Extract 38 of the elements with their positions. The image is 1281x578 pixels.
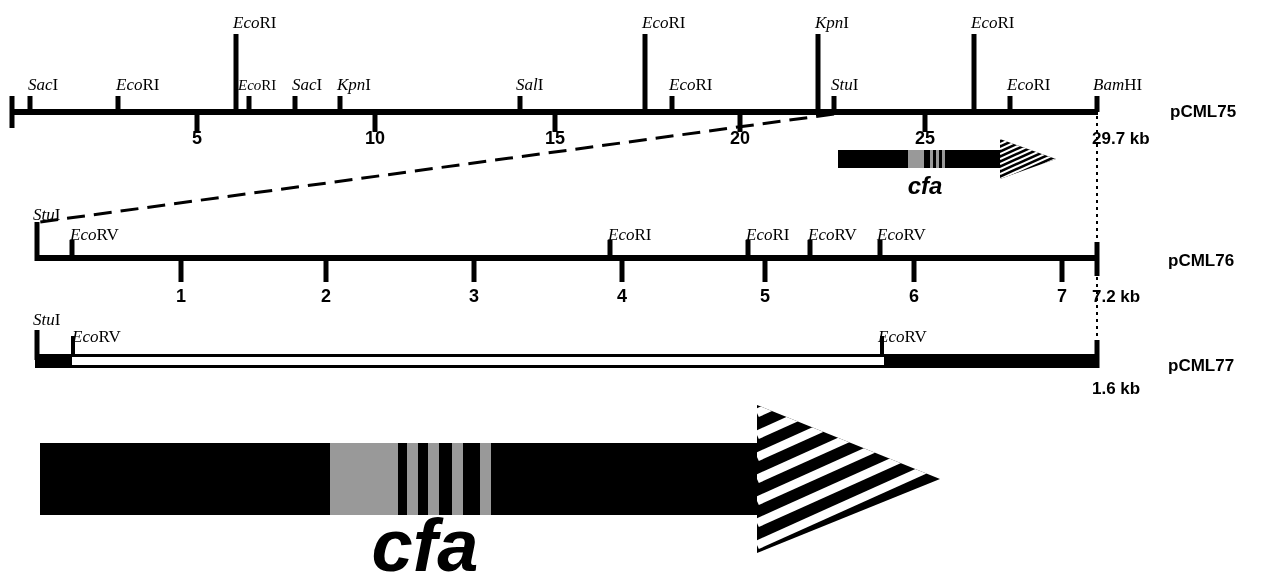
enzyme-site-label: EcoRV <box>70 226 119 244</box>
scale-number: 6 <box>909 287 919 306</box>
enzyme-site-label: EcoRI <box>642 14 686 32</box>
map-label: pCML75 <box>1170 103 1237 121</box>
enzyme-site-label: EcoRI <box>746 226 790 244</box>
enzyme-site-label: SacI <box>28 76 59 94</box>
enzyme-site-label: EcoRI <box>669 76 713 94</box>
enzyme-site-label: BamHI <box>1093 76 1143 94</box>
map-label: 29.7 kb <box>1092 130 1150 148</box>
enzyme-site-label: SacI <box>292 76 323 94</box>
scale-number: 7 <box>1057 287 1067 306</box>
enzyme-site-label: EcoRV <box>808 226 857 244</box>
scale-number: 5 <box>760 287 770 306</box>
enzyme-site-label: KpnI <box>337 76 371 94</box>
enzyme-site-label: EcoRI <box>233 14 277 32</box>
map-label: pCML76 <box>1168 252 1235 270</box>
gene-name: cfa <box>371 509 479 578</box>
enzyme-site-label: EcoRI <box>608 226 652 244</box>
gene-name: cfa <box>907 174 943 199</box>
scale-number: 3 <box>469 287 479 306</box>
enzyme-site-label: SalI <box>516 76 544 94</box>
enzyme-site-label: EcoRI <box>1007 76 1051 94</box>
map-label: pCML77 <box>1168 357 1235 375</box>
enzyme-site-label: StuI <box>33 311 61 329</box>
scale-number: 20 <box>730 129 750 148</box>
scale-number: 25 <box>915 129 935 148</box>
enzyme-site-label: EcoRI <box>971 14 1015 32</box>
enzyme-site-label: StuI <box>831 76 859 94</box>
enzyme-site-label: EcoRV <box>877 226 926 244</box>
scale-number: 2 <box>321 287 331 306</box>
map-label: 1.6 kb <box>1092 380 1141 398</box>
scale-number: 15 <box>545 129 565 148</box>
enzyme-site-label: KpnI <box>815 14 849 32</box>
enzyme-site-label: EcoRI <box>116 76 160 94</box>
enzyme-site-label: EcoRI <box>238 77 277 93</box>
scale-number: 10 <box>365 129 385 148</box>
scale-number: 4 <box>617 287 627 306</box>
scale-number: 1 <box>176 287 186 306</box>
